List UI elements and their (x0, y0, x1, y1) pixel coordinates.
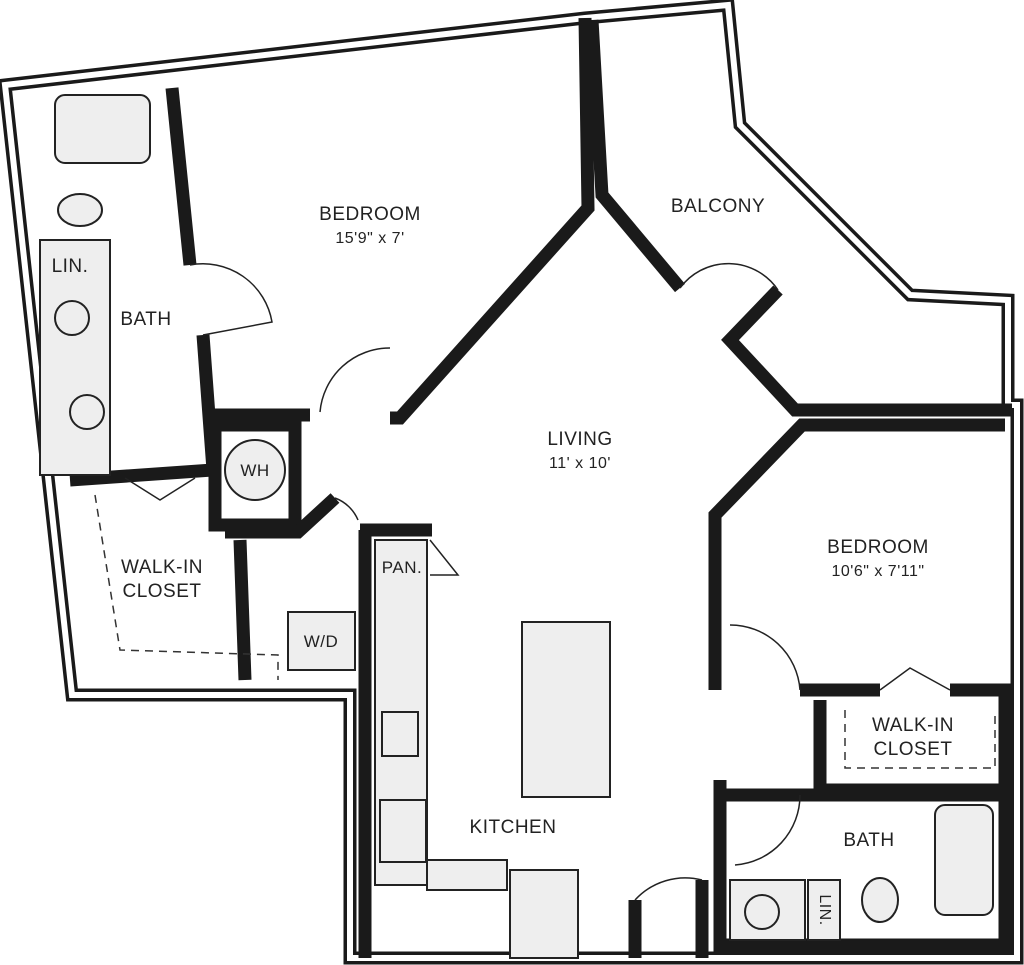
room-linen-1: LIN. (51, 256, 89, 277)
kitchen-sink-icon (381, 711, 419, 757)
room-washer-dryer: W/D (303, 632, 339, 651)
linen-closet (807, 879, 841, 941)
stove-icon (379, 799, 427, 863)
bathtub-icon (54, 94, 151, 164)
sink-icon (54, 300, 90, 336)
room-bath-2: BATH (843, 830, 895, 851)
sink-icon (69, 394, 105, 430)
room-balcony: BALCONY (670, 196, 766, 217)
fixtures (39, 94, 994, 959)
room-water-heater: WH (240, 461, 270, 480)
room-linen-2: LIN. (816, 894, 833, 926)
toilet-icon (861, 877, 899, 923)
closet-rod (94, 494, 279, 680)
toilet-icon (57, 193, 103, 227)
room-pantry: PAN. (381, 558, 423, 577)
fridge-icon (509, 869, 579, 959)
kitchen-counter (426, 859, 508, 891)
washer-dryer-icon (287, 611, 356, 671)
room-bath-1: BATH (120, 309, 172, 330)
bathtub-icon (934, 804, 994, 916)
sink-icon (744, 894, 780, 930)
closet-rod (844, 710, 996, 769)
room-kitchen: KITCHEN (469, 817, 557, 838)
doors (124, 262, 951, 901)
kitchen-island (521, 621, 611, 798)
water-heater-icon (224, 439, 286, 501)
vanity-counter (39, 239, 111, 476)
